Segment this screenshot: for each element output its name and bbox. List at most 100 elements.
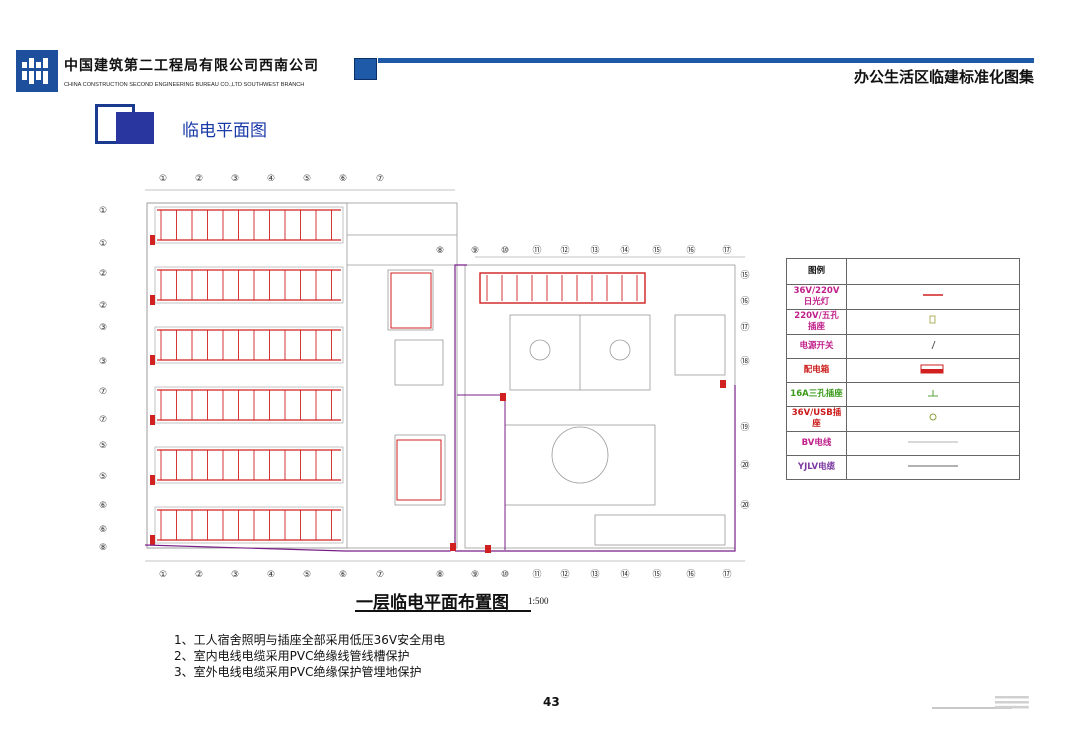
distribution-box — [150, 415, 155, 425]
axis-label-top: ⑦ — [376, 174, 384, 184]
note-item: 2、室内电线电缆采用PVC绝缘线管线槽保护 — [174, 649, 410, 663]
dormitory-block — [154, 266, 344, 304]
axis-label-top: ⑪ — [532, 245, 541, 256]
legend-symbol-fluorescent-lamp — [846, 284, 1020, 310]
axis-label-bottom: ⑪ — [532, 569, 541, 580]
axis-label-top: ⑤ — [303, 174, 311, 184]
axis-label-top: ⑮ — [652, 245, 661, 256]
axis-label-top: ⑩ — [501, 246, 509, 256]
legend-header-blank — [846, 258, 1020, 285]
yjlv-feeder-cable — [144, 264, 467, 552]
legend-table: 图例 36V/220V 日光灯 220V/五孔 插座 电源开关 配电箱 16A三… — [786, 258, 1020, 480]
legend-label-usb-socket: 36V/USB插座 — [786, 406, 847, 432]
axis-label-left: ① — [99, 206, 107, 216]
axis-label-top: ④ — [267, 174, 275, 184]
axis-label-top: ⑭ — [620, 245, 629, 256]
company-name-cn: 中国建筑第二工程局有限公司西南公司 — [64, 58, 319, 74]
axis-label-top: ② — [195, 174, 203, 184]
office-circuit — [396, 439, 442, 501]
axis-label-bottom: ⑧ — [436, 570, 444, 580]
axis-label-right: ⑮ — [740, 270, 749, 281]
axis-label-right: ⑳ — [740, 500, 749, 511]
page-number: 43 — [543, 695, 560, 709]
floor-plan-drawing: ①①②②③③④④⑤⑤⑥⑥⑦⑦⑧⑧⑨⑨⑩⑩⑪⑪⑫⑫⑬⑬⑭⑭⑮⑮⑯⑯⑰⑰①①②②③③… — [99, 174, 750, 580]
distribution-box — [150, 535, 155, 545]
dormitory-block — [154, 446, 344, 484]
dormitory-block — [154, 386, 344, 424]
office-circuit — [390, 272, 432, 329]
plan-scale: 1:500 — [528, 596, 549, 606]
yjlv-feeder-cable — [457, 394, 506, 550]
footer-deco-mark: ≡≡≡ — [994, 690, 1030, 715]
dormitory-block — [154, 326, 344, 364]
axis-label-bottom: ⑦ — [376, 570, 384, 580]
axis-label-top: ⑯ — [686, 245, 695, 256]
axis-label-top: ⑥ — [339, 174, 347, 184]
notes-block: 1、工人宿舍照明与插座全部采用低压36V安全用电 2、室内电线电缆采用PVC绝缘… — [174, 632, 445, 680]
legend-header: 图例 — [786, 258, 847, 285]
legend-symbol-yjlv-cable — [846, 455, 1020, 480]
legend-symbol-power-switch — [846, 334, 1020, 359]
legend-symbol-three-hole-socket — [846, 382, 1020, 407]
axis-label-top: ① — [159, 174, 167, 184]
axis-label-bottom: ⑬ — [590, 569, 599, 580]
axis-label-right: ⑰ — [740, 322, 749, 333]
axis-label-bottom: ⑩ — [501, 570, 509, 580]
axis-label-bottom: ② — [195, 570, 203, 580]
legend-label-three-hole-socket: 16A三孔插座 — [786, 382, 847, 407]
axis-label-left: ⑤ — [99, 441, 107, 451]
legend-label-distribution-box: 配电箱 — [786, 358, 847, 383]
footer-deco-line — [932, 707, 1012, 709]
axis-label-right: ⑲ — [740, 422, 749, 433]
axis-label-left: ⑦ — [99, 387, 107, 397]
axis-label-left: ② — [99, 269, 107, 279]
axis-label-right: ⑳ — [740, 460, 749, 471]
axis-label-bottom: ① — [159, 570, 167, 580]
distribution-box — [150, 475, 155, 485]
section-title: 临电平面图 — [182, 121, 267, 141]
axis-label-bottom: ⑫ — [560, 569, 569, 580]
distribution-box — [150, 295, 155, 305]
axis-label-left: ② — [99, 301, 107, 311]
note-item: 1、工人宿舍照明与插座全部采用低压36V安全用电 — [174, 633, 446, 647]
axis-label-left: ⑦ — [99, 415, 107, 425]
legend-label-bv-wire: BV电线 — [786, 431, 847, 456]
distribution-box — [150, 235, 155, 245]
axis-label-top: ⑫ — [560, 245, 569, 256]
header-accent-square — [354, 58, 377, 80]
caption-underline — [355, 610, 531, 612]
legend-label-five-hole-socket: 220V/五孔 插座 — [786, 309, 847, 335]
distribution-box — [720, 380, 726, 388]
dormitory-block — [154, 506, 344, 544]
axis-label-left: ⑥ — [99, 501, 107, 511]
axis-label-left: ③ — [99, 357, 107, 367]
axis-label-top: ⑬ — [590, 245, 599, 256]
axis-label-top: ③ — [231, 174, 239, 184]
axis-label-bottom: ⑰ — [722, 569, 731, 580]
axis-label-left: ⑧ — [99, 543, 107, 553]
distribution-box — [500, 393, 506, 401]
section-icon-fill — [116, 112, 154, 144]
axis-label-left: ⑤ — [99, 472, 107, 482]
axis-label-left: ⑥ — [99, 525, 107, 535]
header-rule — [378, 58, 1034, 63]
axis-label-top: ⑰ — [722, 245, 731, 256]
axis-label-bottom: ⑨ — [471, 570, 479, 580]
axis-label-top: ⑧ — [436, 246, 444, 256]
document-title: 办公生活区临建标准化图集 — [853, 68, 1034, 86]
legend-label-power-switch: 电源开关 — [786, 334, 847, 359]
distribution-box — [150, 355, 155, 365]
company-logo — [16, 50, 58, 92]
axis-label-bottom: ⑮ — [652, 569, 661, 580]
legend-symbol-bv-wire — [846, 431, 1020, 456]
legend-label-yjlv-cable: YJLV电缆 — [786, 455, 847, 480]
axis-label-top: ⑨ — [471, 246, 479, 256]
axis-label-bottom: ⑭ — [620, 569, 629, 580]
axis-label-right: ⑱ — [740, 356, 749, 367]
company-name-en: CHINA CONSTRUCTION SECOND ENGINEERING BU… — [64, 82, 305, 88]
cscec-logo-icon — [18, 52, 56, 90]
plan-caption: 一层临电平面布置图 — [356, 593, 509, 613]
axis-label-right: ⑯ — [740, 296, 749, 307]
dormitory-block — [154, 206, 344, 244]
axis-label-bottom: ⑥ — [339, 570, 347, 580]
